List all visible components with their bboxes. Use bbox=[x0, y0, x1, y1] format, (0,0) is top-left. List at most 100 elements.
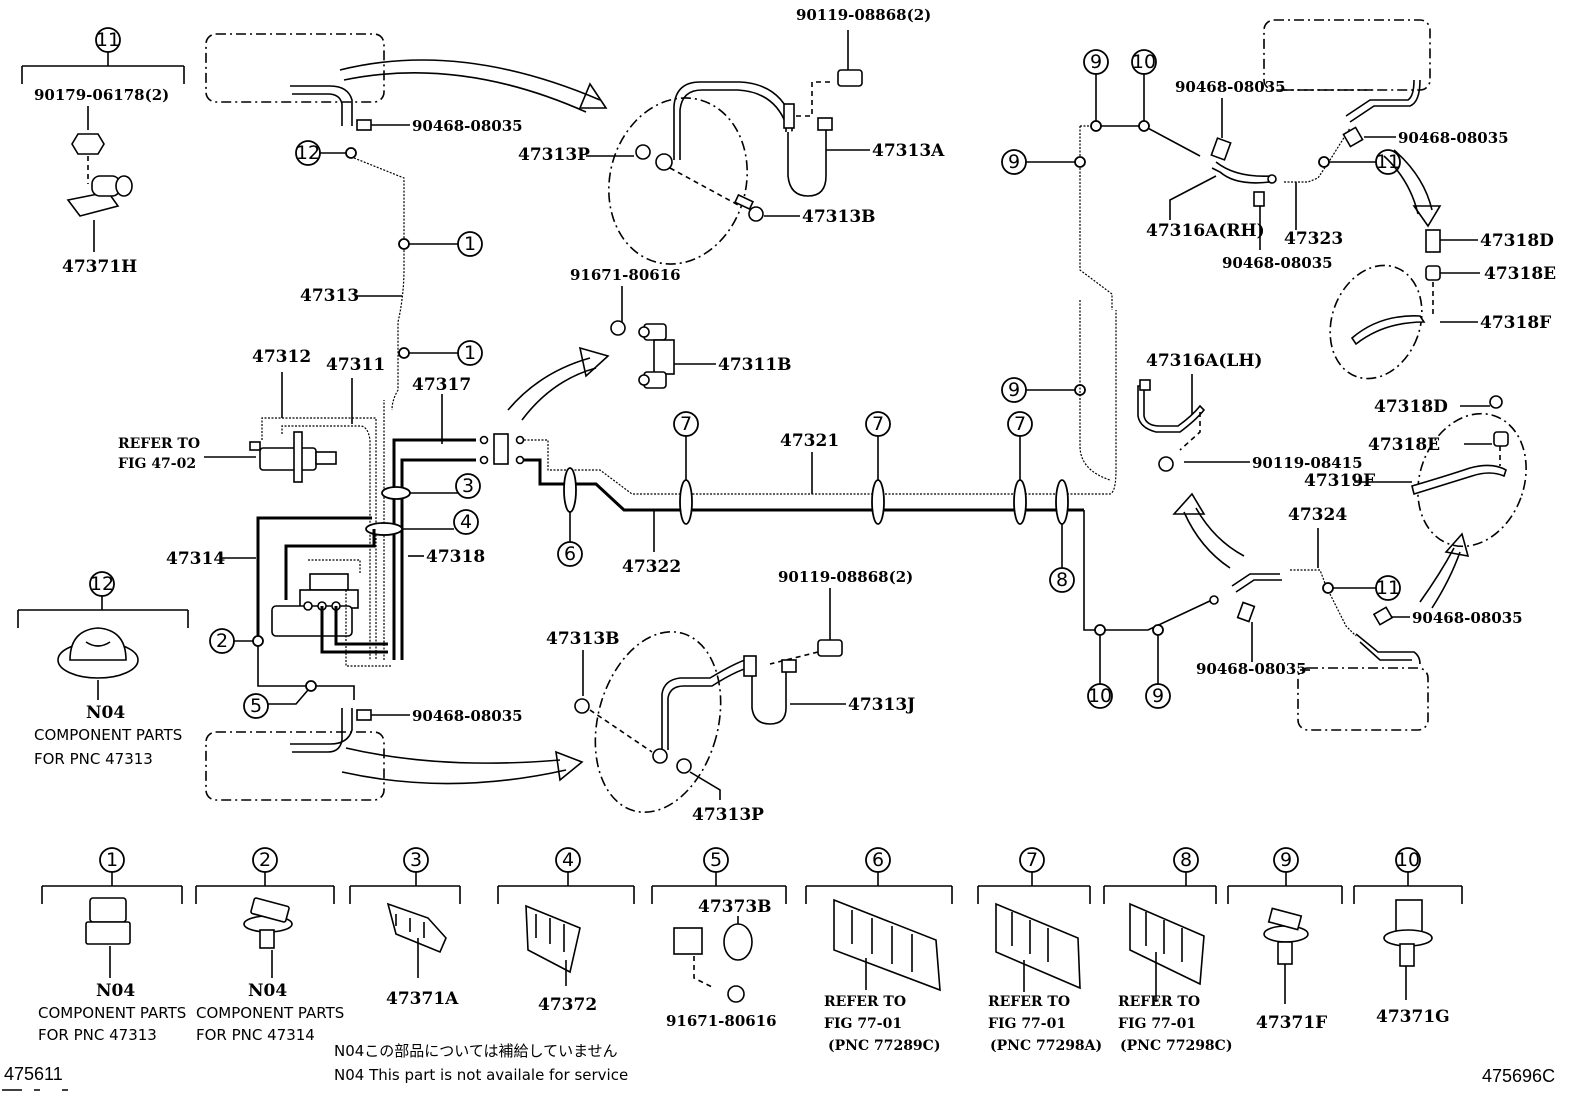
part-label-47318E-bot[interactable]: 47318E bbox=[1368, 435, 1440, 455]
part-label-47321[interactable]: 47321 bbox=[780, 431, 839, 451]
callout-7-label: 7 bbox=[1014, 413, 1026, 435]
part-label-47316A-RH[interactable]: 47316A(RH) bbox=[1146, 221, 1265, 241]
part-label-47312[interactable]: 47312 bbox=[252, 347, 311, 367]
part-label-90468-08035-tl[interactable]: 90468-08035 bbox=[412, 117, 523, 135]
part-label-90119-08868-top[interactable]: 90119-08868(2) bbox=[796, 6, 931, 24]
part-label-47313P-bot[interactable]: 47313P bbox=[692, 805, 764, 825]
pipe-47316A-RH bbox=[1215, 161, 1273, 178]
part-label-47311[interactable]: 47311 bbox=[326, 355, 385, 375]
clip-icon bbox=[1372, 606, 1394, 626]
part-label-90468-08035-tr3[interactable]: 90468-08035 bbox=[1398, 129, 1509, 147]
legend-1-code[interactable]: N04 bbox=[96, 981, 135, 1001]
flow-arrow bbox=[521, 367, 597, 421]
master-cylinder-region: 47312 47311 47317 REFER TO FIG 47-02 3 bbox=[118, 347, 525, 719]
part-label-47319F[interactable]: 47319F bbox=[1304, 471, 1375, 491]
legend-2-code[interactable]: N04 bbox=[248, 981, 287, 1001]
part-label-47324[interactable]: 47324 bbox=[1288, 505, 1347, 525]
part-label-47313A[interactable]: 47313A bbox=[872, 141, 945, 161]
dashed-region-box bbox=[1297, 667, 1429, 731]
pipe-47324 bbox=[1290, 569, 1357, 637]
part-label-47323[interactable]: 47323 bbox=[1284, 229, 1343, 249]
pipe-47313 bbox=[353, 157, 405, 411]
part-label-47311B[interactable]: 47311B bbox=[718, 355, 792, 375]
bolt-icon bbox=[733, 193, 764, 222]
nut-icon bbox=[71, 133, 105, 155]
legend-10-code[interactable]: 47371G bbox=[1376, 1007, 1450, 1027]
caliper-hose-detail-bottom: 90119-08868(2) 47313J 47313B 47313P bbox=[546, 568, 915, 825]
pipe-47314-inner bbox=[284, 529, 376, 600]
flow-arrow bbox=[341, 769, 567, 785]
legend-4-code[interactable]: 47372 bbox=[538, 995, 597, 1015]
part-label-47318F[interactable]: 47318F bbox=[1480, 313, 1551, 333]
clamp-8 bbox=[1055, 479, 1069, 525]
flex-hose-47313A bbox=[787, 126, 827, 197]
legend-1-line2: FOR PNC 47313 bbox=[38, 1026, 157, 1044]
legend-7-line2[interactable]: FIG 77-01 bbox=[988, 1016, 1066, 1032]
hose-pipe bbox=[661, 657, 753, 750]
legend-6-line2[interactable]: FIG 77-01 bbox=[824, 1016, 902, 1032]
legend-12-code[interactable]: N04 bbox=[86, 703, 125, 723]
flow-arrow bbox=[507, 357, 591, 411]
part-label-47313B-top[interactable]: 47313B bbox=[802, 207, 876, 227]
leader-dash bbox=[1179, 412, 1201, 451]
part-label-47313J[interactable]: 47313J bbox=[848, 695, 915, 715]
bolt-icon bbox=[574, 698, 590, 714]
callout-circle bbox=[457, 231, 483, 257]
bolt-icon bbox=[817, 639, 843, 657]
callout-circle bbox=[1131, 49, 1157, 75]
callout-7-label: 7 bbox=[680, 413, 692, 435]
clip-node bbox=[1074, 156, 1086, 168]
part-label-47313B-bot[interactable]: 47313B bbox=[546, 629, 620, 649]
legend-5-code[interactable]: 47373B bbox=[698, 897, 772, 917]
front-left-wheel-detail: 90468-08035 12 bbox=[205, 33, 608, 166]
legend-5-code2[interactable]: 91671-80616 bbox=[666, 1012, 777, 1030]
clip-node bbox=[345, 147, 357, 159]
part-label-47371H[interactable]: 47371H bbox=[62, 257, 137, 277]
part-label-90119-08868-bot[interactable]: 90119-08868(2) bbox=[778, 568, 913, 586]
callout-circle bbox=[457, 340, 483, 366]
part-label-91671-80616[interactable]: 91671-80616 bbox=[570, 266, 681, 284]
part-label-90468-08035-tr2[interactable]: 90468-08035 bbox=[1222, 254, 1333, 272]
legend-7-callout: 7 bbox=[1026, 849, 1038, 871]
part-label-90468-08035-tr1[interactable]: 90468-08035 bbox=[1175, 78, 1286, 96]
part-label-90468-08035-br1[interactable]: 90468-08035 bbox=[1412, 609, 1523, 627]
legend-8-line2[interactable]: FIG 77-01 bbox=[1118, 1016, 1196, 1032]
clip-icon bbox=[1210, 137, 1232, 161]
part-label-90119-08415[interactable]: 90119-08415 bbox=[1252, 454, 1363, 472]
bracket bbox=[17, 596, 189, 628]
part-label-90468-08035-bl[interactable]: 90468-08035 bbox=[412, 707, 523, 725]
part-label-47318D-bot[interactable]: 47318D bbox=[1374, 397, 1448, 417]
legend-3-code[interactable]: 47371A bbox=[386, 989, 459, 1009]
leader-dash bbox=[796, 81, 834, 117]
gasket-icon bbox=[1493, 431, 1509, 447]
part-label-90468-08035-br2[interactable]: 90468-08035 bbox=[1196, 660, 1307, 678]
callout-1-label: 1 bbox=[464, 233, 476, 255]
clip-node bbox=[1138, 120, 1150, 132]
callout-circle bbox=[1375, 149, 1401, 175]
dashed-region-box bbox=[205, 33, 385, 103]
part-label-47313[interactable]: 47313 bbox=[300, 286, 359, 306]
pipe bbox=[1096, 125, 1201, 157]
pipe bbox=[1079, 300, 1111, 481]
arrow-head-icon bbox=[555, 750, 584, 782]
part-label-47316A-LH[interactable]: 47316A(LH) bbox=[1146, 351, 1262, 371]
part-label-90179-06178[interactable]: 90179-06178(2) bbox=[34, 86, 169, 104]
part-label-47317[interactable]: 47317 bbox=[412, 375, 471, 395]
refer-fig-label[interactable]: FIG 47-02 bbox=[118, 456, 196, 472]
leader-line bbox=[689, 771, 721, 800]
part-label-47314[interactable]: 47314 bbox=[166, 549, 225, 569]
part-label-47322[interactable]: 47322 bbox=[622, 557, 681, 577]
part-label-47318[interactable]: 47318 bbox=[426, 547, 485, 567]
refer-to-label: REFER TO bbox=[118, 436, 200, 452]
pipe-end bbox=[1267, 174, 1277, 184]
banjo-icon bbox=[655, 153, 673, 171]
legend-item-6: 6 REFER TO FIG 77-01 (PNC 77289C) bbox=[805, 847, 953, 1054]
part-label-47318D-top[interactable]: 47318D bbox=[1480, 231, 1554, 251]
callout-2-label: 2 bbox=[216, 630, 228, 652]
arrow-head-icon bbox=[1412, 205, 1442, 228]
part-label-47313P-top[interactable]: 47313P bbox=[518, 145, 590, 165]
part-label-47318E-top[interactable]: 47318E bbox=[1484, 264, 1556, 284]
legend-9-code[interactable]: 47371F bbox=[1256, 1013, 1327, 1033]
legend-item-9: 9 47371F bbox=[1227, 847, 1343, 1033]
